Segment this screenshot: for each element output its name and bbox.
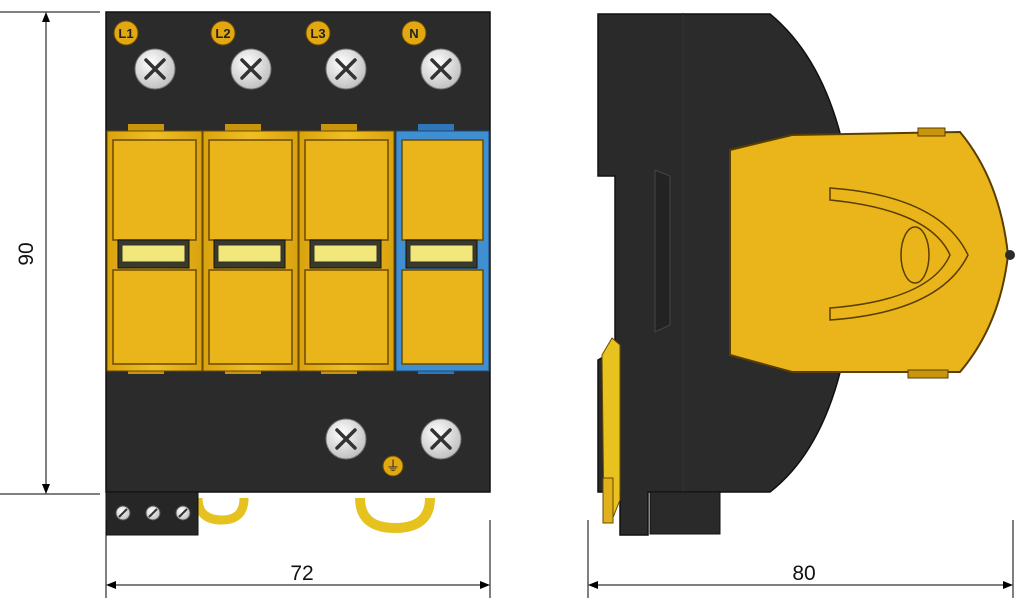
dimension-side-width: 80 [587, 520, 1014, 598]
front-bottom-ring-left [193, 497, 249, 525]
ground-badge: ⏚ [382, 455, 404, 477]
dimension-height-label: 90 [15, 242, 38, 265]
indicator-window-n [409, 244, 474, 263]
side-module [729, 127, 1015, 379]
top-screws [134, 48, 462, 90]
screw-n [420, 48, 462, 90]
dimension-side-width-label: 80 [792, 562, 815, 585]
dimension-front-width-label: 72 [290, 562, 313, 585]
screw-l3 [325, 48, 367, 90]
screw-l2 [230, 48, 272, 90]
module-l1 [106, 124, 203, 374]
module-n [395, 124, 490, 374]
ground-icon: ⏚ [386, 459, 400, 475]
terminal-label-l2: L2 [215, 26, 230, 41]
side-release-clip [601, 337, 621, 524]
side-view [597, 13, 1015, 536]
dimension-height: 90 [0, 11, 100, 495]
terminal-badge-l2: L2 [210, 20, 236, 46]
front-view: L1 L2 L3 N [105, 11, 491, 536]
indicator-window-l1 [121, 244, 186, 263]
screw-bottom-left [325, 418, 367, 460]
side-din-groove [654, 169, 671, 333]
terminal-label-n: N [409, 26, 418, 41]
screw-bottom-right [420, 418, 462, 460]
indicator-window-l2 [217, 244, 282, 263]
side-base-foot [649, 491, 721, 535]
module-l2 [202, 124, 299, 374]
indicator-window-l3 [313, 244, 378, 263]
small-screws [115, 505, 191, 521]
front-bottom-ring-center [355, 497, 435, 534]
terminal-badge-n: N [401, 20, 427, 46]
dimension-front-width: 72 [105, 520, 491, 598]
terminal-badge-l3: L3 [305, 20, 331, 46]
module-l3 [298, 124, 395, 374]
side-module-grip [829, 187, 969, 321]
terminal-label-l1: L1 [118, 26, 133, 41]
screw-l1 [134, 48, 176, 90]
terminal-badge-l1: L1 [113, 20, 139, 46]
bottom-screws [325, 418, 462, 460]
terminal-label-l3: L3 [310, 26, 325, 41]
